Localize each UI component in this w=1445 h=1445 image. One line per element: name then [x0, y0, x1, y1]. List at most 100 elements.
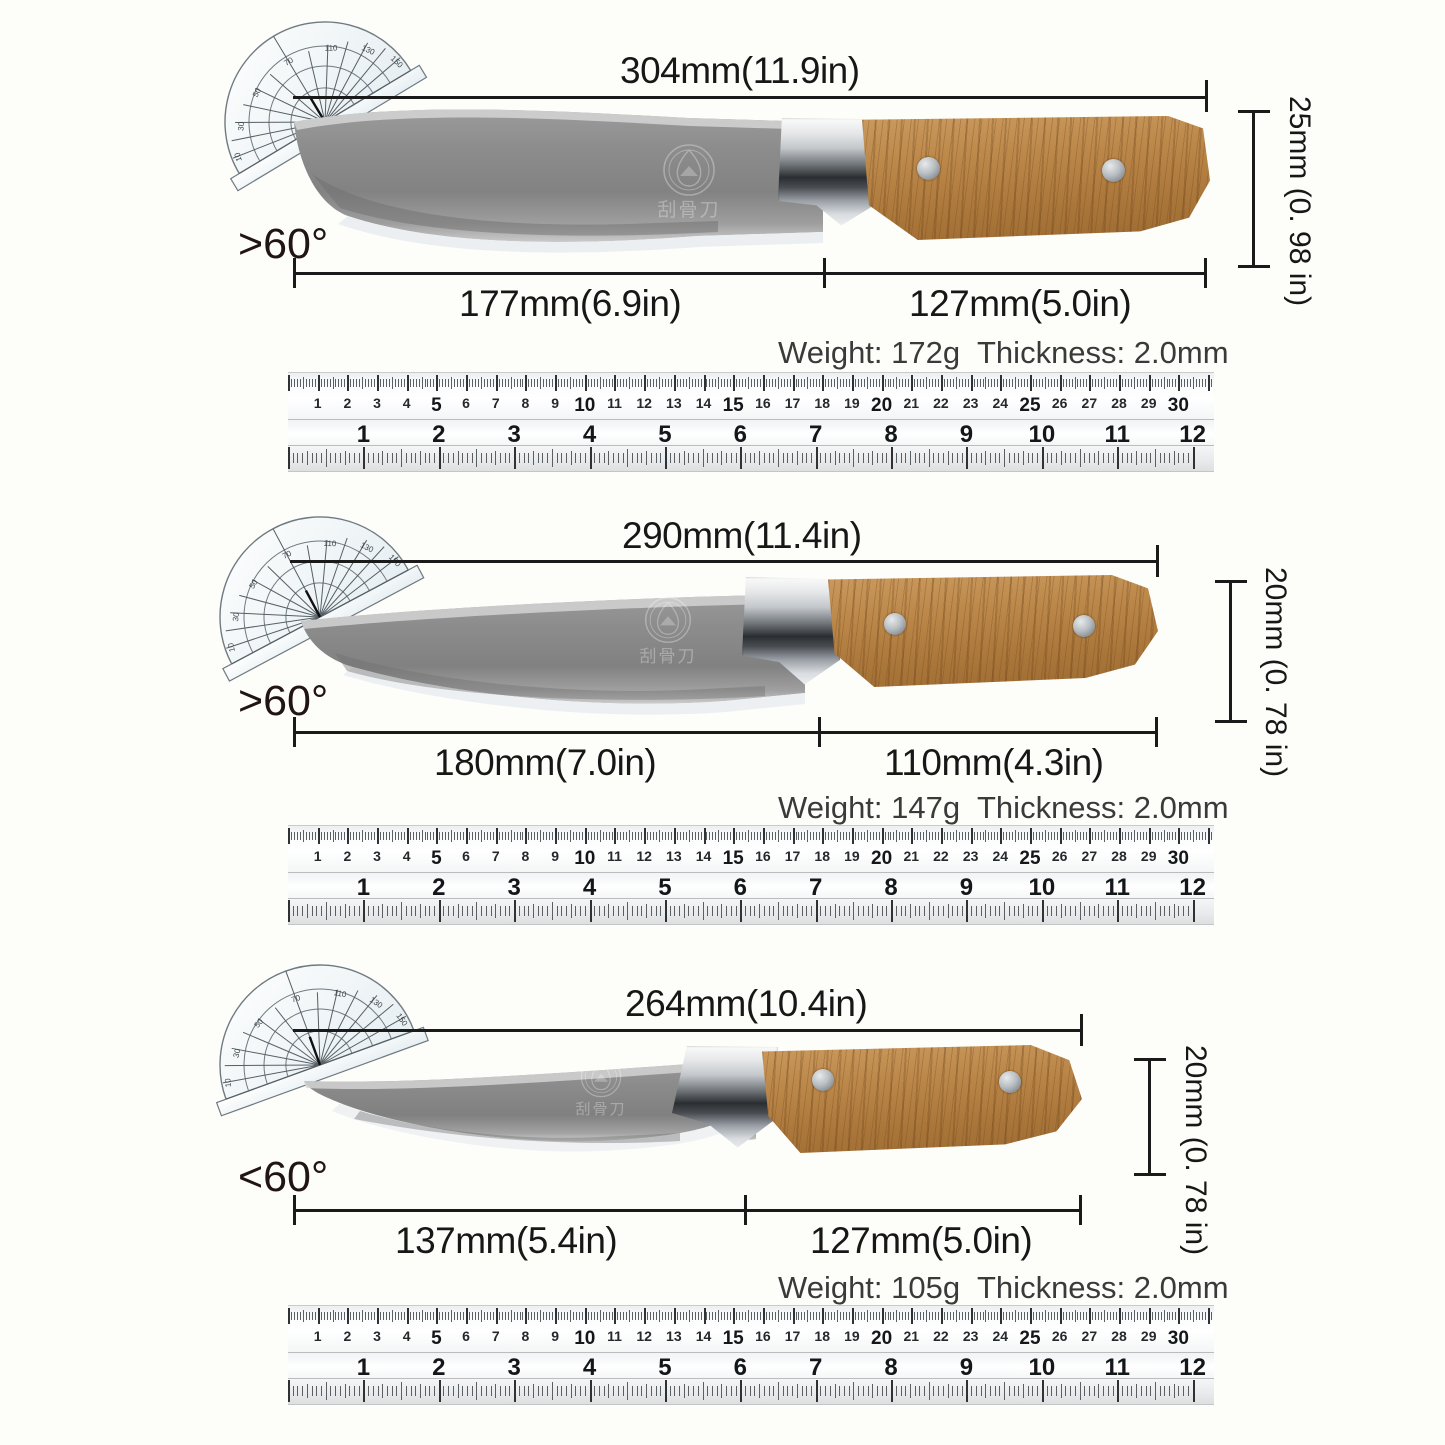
ruler-tick: [1044, 830, 1046, 842]
ruler-cm-label: 28: [1111, 395, 1127, 411]
ruler-cm-label: 22: [933, 848, 949, 864]
ruler-tick: [647, 1312, 649, 1320]
ruler-tick: [598, 1386, 600, 1396]
thickness-label-3: Thickness: 2.0mm: [977, 1270, 1229, 1305]
ruler-tick: [1084, 1386, 1086, 1396]
ruler-tick: [834, 832, 836, 840]
ruler-inch-label: 8: [884, 1354, 898, 1381]
ruler-tick: [338, 1312, 340, 1320]
ruler-tick: [1089, 828, 1092, 844]
ruler-tick: [380, 1312, 381, 1320]
ruler-tick: [851, 1308, 854, 1324]
ruler-tick: [876, 906, 878, 916]
ruler-tick: [733, 828, 736, 844]
ruler-tick: [702, 902, 704, 920]
handle-length-label-1: 127mm(5.0in): [909, 283, 1132, 324]
ruler-tick: [748, 377, 750, 389]
ruler-tick: [358, 453, 360, 463]
ruler-tick: [854, 379, 856, 387]
ruler-tick: [786, 832, 788, 840]
ruler-tick: [516, 1312, 518, 1320]
ruler-tick: [872, 451, 874, 465]
ruler-lower-hairline: [288, 898, 1214, 899]
ruler-cm-label: 18: [814, 395, 831, 411]
ruler-tick: [575, 379, 577, 387]
ruler-tick: [937, 379, 939, 387]
ruler-tick: [674, 906, 676, 916]
blade-length-label-2: 180mm(7.0in): [434, 742, 657, 783]
ruler-tick: [796, 1384, 798, 1398]
ruler-tick: [495, 451, 497, 465]
ruler-tick: [514, 900, 517, 922]
ruler-tick: [320, 1312, 322, 1320]
ruler-inch-label: 10: [1028, 874, 1056, 901]
ruler-cm-label: 6: [462, 848, 470, 864]
ruler-tick: [780, 1312, 782, 1320]
ruler-tick: [1018, 1312, 1020, 1320]
ruler-tick: [899, 832, 901, 840]
ruler-tick: [641, 379, 643, 387]
ruler-tick: [415, 379, 417, 387]
ruler-tick: [697, 1386, 699, 1396]
ruler-tick: [679, 1386, 681, 1396]
ruler-inch-label: 11: [1104, 874, 1130, 901]
ruler-tick: [751, 379, 752, 387]
ruler-tick: [985, 904, 987, 918]
ruler-cm-label: 8: [521, 395, 530, 411]
ruler-cm-label: 13: [666, 395, 682, 411]
ruler-tick: [881, 453, 883, 463]
ruler-tick: [1074, 906, 1076, 916]
ruler-tick: [1183, 1386, 1185, 1396]
ruler-tick: [374, 379, 376, 387]
ruler-tick: [547, 453, 549, 463]
ruler-tick: [1093, 453, 1095, 463]
ruler-cm-label: 6: [462, 395, 470, 411]
ruler-tick: [504, 453, 506, 463]
ruler-tick: [1157, 379, 1159, 387]
ruler-tick: [997, 1312, 999, 1320]
ruler-tick: [325, 449, 327, 467]
ruler-tick: [1130, 379, 1132, 387]
ruler-tick: [368, 832, 370, 840]
ruler-tick: [895, 453, 897, 463]
blade-length-label-1: 177mm(6.9in): [459, 283, 682, 324]
ruler-tick: [306, 1384, 308, 1398]
ruler-tick: [1044, 377, 1046, 389]
ruler-tick: [843, 1312, 844, 1320]
ruler-tick: [359, 379, 361, 387]
ruler-cm-label: 14: [695, 395, 712, 411]
ruler-tick: [540, 377, 542, 389]
ruler-tick: [622, 453, 624, 463]
ruler-tick: [771, 379, 773, 387]
ruler-tick: [1041, 447, 1044, 469]
ruler-tick: [1021, 832, 1023, 840]
ruler-tick: [338, 379, 340, 387]
ruler-tick: [1037, 453, 1039, 463]
ruler-tick: [920, 1312, 922, 1320]
ruler-tick: [462, 906, 464, 916]
ruler-tick: [721, 1384, 723, 1398]
ruler-tick: [867, 1386, 869, 1396]
ruler-tick: [359, 1312, 361, 1320]
ruler-tick: [900, 1386, 902, 1396]
ruler-tick: [707, 906, 709, 916]
ruler-tick: [1074, 1310, 1076, 1322]
ruler-tick: [504, 1312, 506, 1320]
ruler-tick: [763, 906, 765, 916]
ruler-tick: [829, 906, 831, 916]
ruler-tick: [837, 377, 839, 389]
ruler-tick: [514, 447, 517, 469]
ruler-tick: [1169, 379, 1171, 387]
ruler-tick: [1062, 1312, 1064, 1320]
ruler-tick: [528, 453, 530, 463]
ruler-tick: [759, 1384, 761, 1398]
ruler-inch-label: 2: [432, 421, 446, 448]
ruler-tick: [1060, 451, 1062, 465]
ruler-tick: [347, 1308, 350, 1324]
ruler-tick: [667, 1312, 669, 1320]
ruler-tick: [994, 906, 996, 916]
ruler-tick: [339, 906, 341, 916]
ruler-tick: [834, 379, 836, 387]
ruler-tick: [613, 1386, 615, 1396]
ruler-tick: [409, 1312, 411, 1320]
